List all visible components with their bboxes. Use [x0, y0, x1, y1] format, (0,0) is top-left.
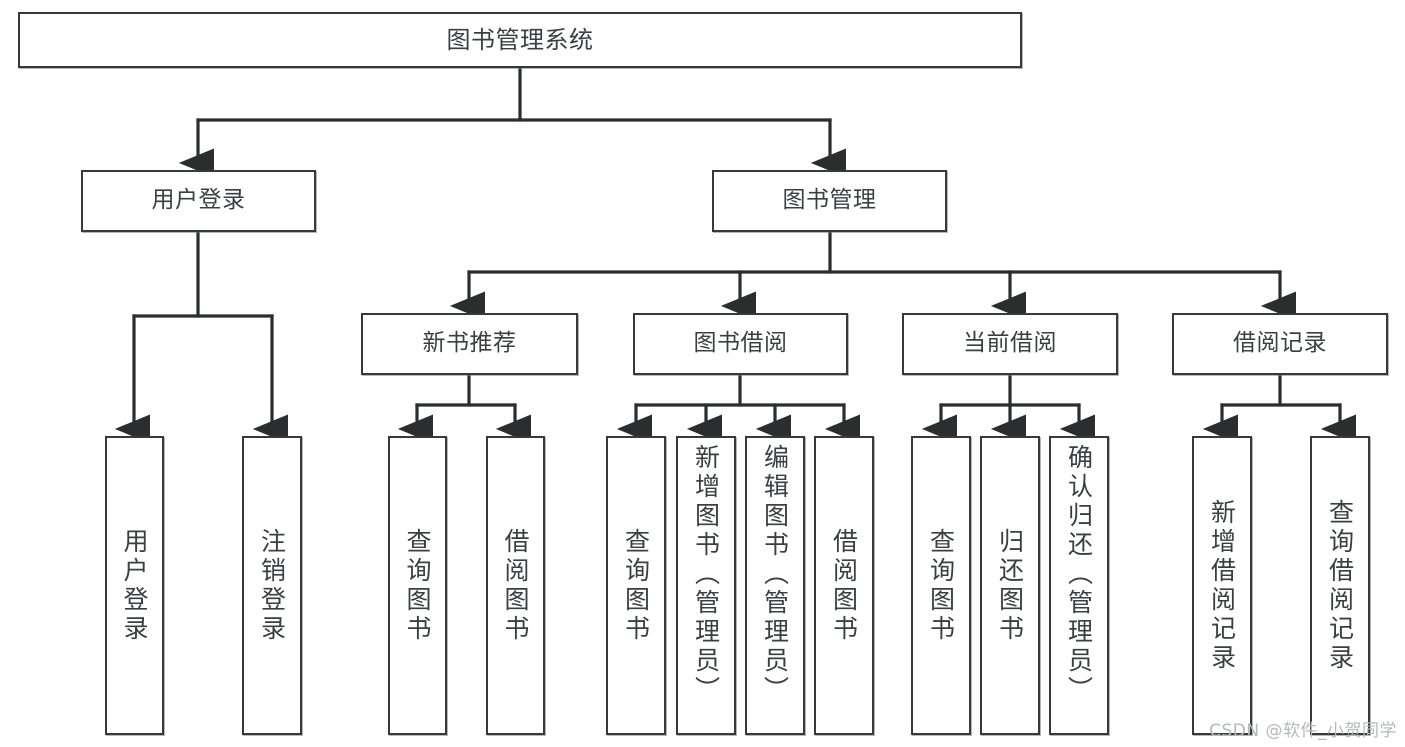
node-leaf-query-book-2-label: 查询图书 [621, 527, 651, 644]
node-leaf-query-book-2[interactable]: 查询图书 [606, 436, 666, 735]
node-leaf-borrow-book-2[interactable]: 借阅图书 [814, 436, 874, 735]
node-new-book-recommend[interactable]: 新书推荐 [361, 313, 578, 375]
node-book-manage-label: 图书管理 [782, 187, 877, 214]
node-leaf-add-record-label: 新增借阅记录 [1207, 498, 1237, 673]
node-leaf-query-book-1[interactable]: 查询图书 [388, 436, 447, 735]
node-user-login-label: 用户登录 [151, 187, 246, 214]
node-leaf-user-login-label: 用户登录 [120, 527, 149, 644]
node-user-login[interactable]: 用户登录 [81, 170, 316, 232]
node-leaf-borrow-book-1-label: 借阅图书 [501, 527, 530, 644]
node-current-borrow[interactable]: 当前借阅 [902, 313, 1118, 375]
node-leaf-query-record[interactable]: 查询借阅记录 [1310, 436, 1370, 735]
node-root[interactable]: 图书管理系统 [18, 12, 1022, 68]
node-leaf-query-book-1-label: 查询图书 [403, 527, 432, 644]
node-leaf-confirm-return[interactable]: 确认归还（管理员） [1049, 436, 1109, 735]
node-borrow-record-label: 借阅记录 [1233, 330, 1327, 357]
node-leaf-add-record[interactable]: 新增借阅记录 [1192, 436, 1252, 735]
node-leaf-borrow-book-2-label: 借阅图书 [829, 527, 859, 644]
node-leaf-add-book-label: 新增图书（管理员） [691, 444, 721, 705]
node-leaf-query-book-3-label: 查询图书 [926, 527, 956, 644]
node-leaf-logout-label: 注销登录 [257, 527, 287, 644]
node-leaf-logout[interactable]: 注销登录 [242, 436, 302, 735]
node-book-manage[interactable]: 图书管理 [712, 170, 947, 232]
node-current-borrow-label: 当前借阅 [963, 330, 1057, 357]
node-borrow-record[interactable]: 借阅记录 [1172, 313, 1388, 375]
node-new-book-recommend-label: 新书推荐 [422, 330, 517, 357]
node-book-borrow[interactable]: 图书借阅 [633, 313, 848, 375]
node-leaf-user-login[interactable]: 用户登录 [105, 436, 164, 735]
node-leaf-return-book-label: 归还图书 [995, 527, 1025, 644]
node-root-label: 图书管理系统 [446, 25, 594, 54]
node-leaf-return-book[interactable]: 归还图书 [980, 436, 1040, 735]
node-leaf-edit-book[interactable]: 编辑图书（管理员） [745, 436, 805, 735]
node-book-borrow-label: 图书借阅 [693, 330, 788, 357]
node-leaf-query-book-3[interactable]: 查询图书 [911, 436, 971, 735]
watermark: CSDN @软件_小贺同学 [1209, 721, 1397, 741]
node-leaf-add-book[interactable]: 新增图书（管理员） [676, 436, 736, 735]
node-leaf-query-record-label: 查询借阅记录 [1325, 498, 1355, 673]
node-leaf-edit-book-label: 编辑图书（管理员） [760, 444, 790, 705]
node-leaf-confirm-return-label: 确认归还（管理员） [1064, 444, 1094, 705]
node-leaf-borrow-book-1[interactable]: 借阅图书 [486, 436, 545, 735]
